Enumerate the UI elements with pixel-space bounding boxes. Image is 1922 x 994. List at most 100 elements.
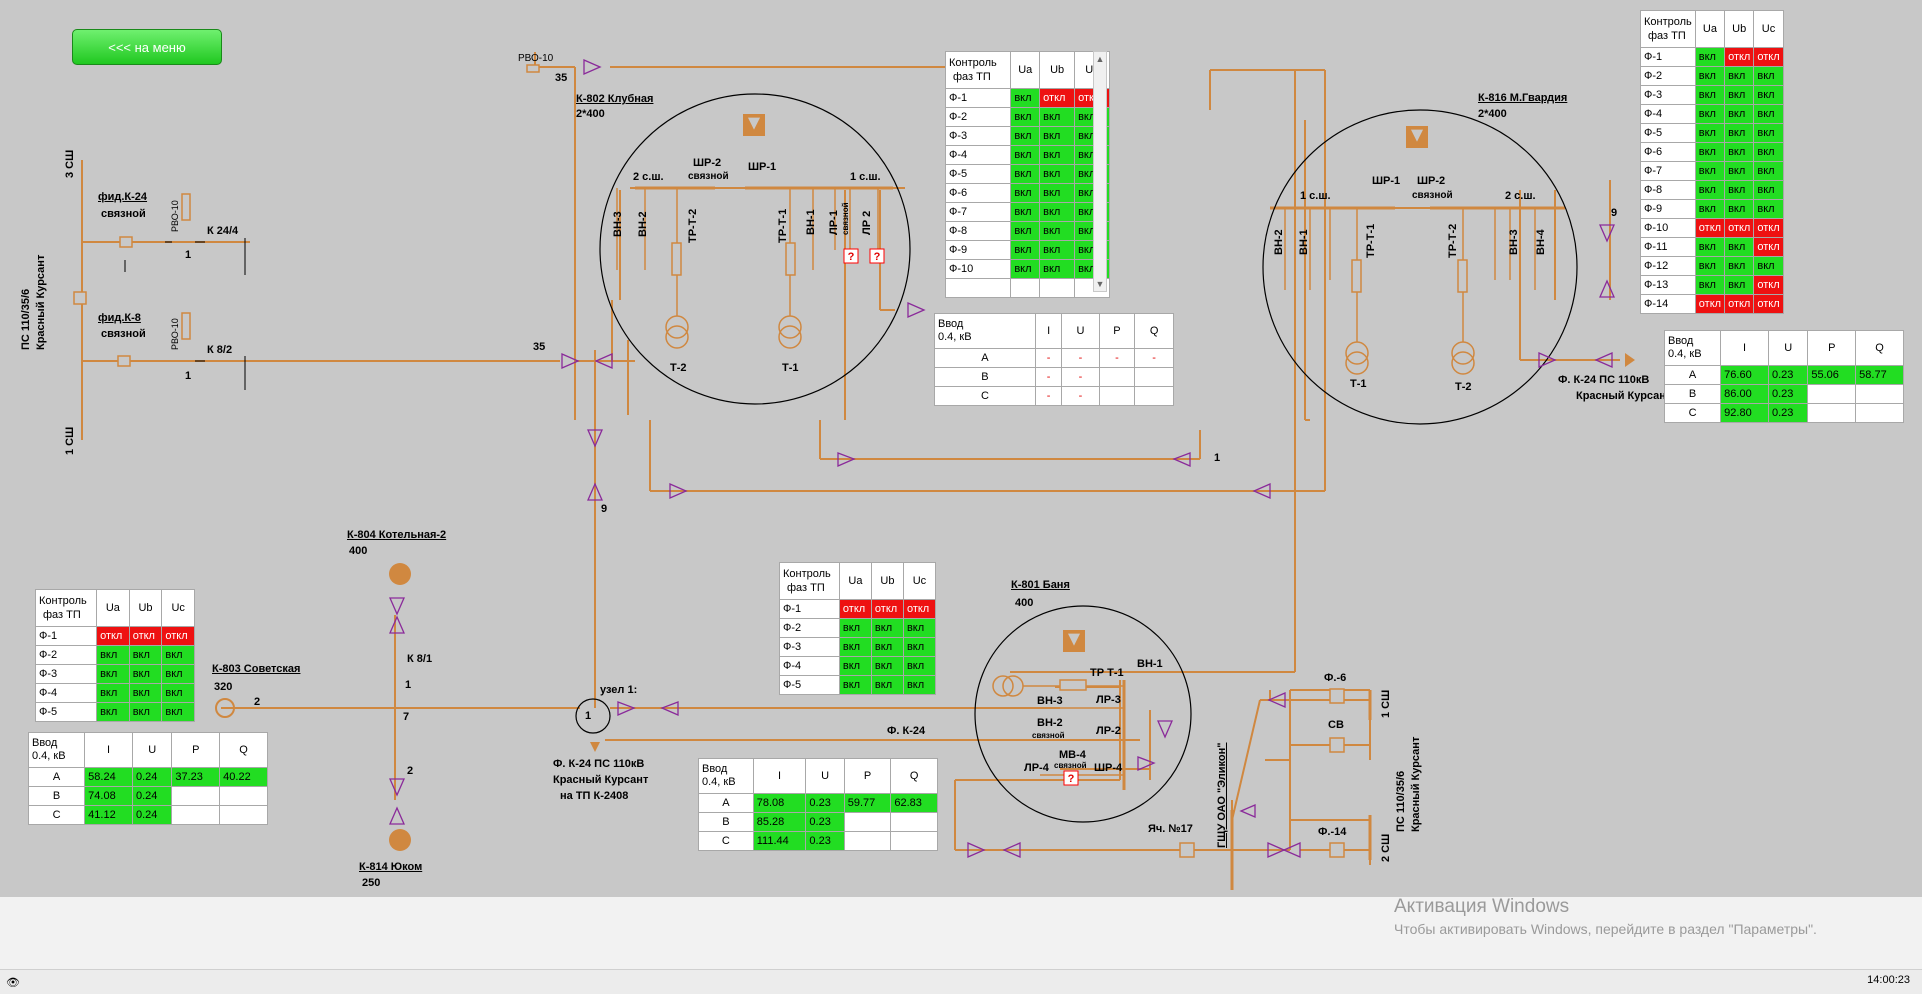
tp-k816-title: К-816 М.Гвардия bbox=[1478, 92, 1568, 104]
bus-1-label: 1 с.ш. bbox=[850, 171, 881, 183]
table-header: P bbox=[843, 758, 892, 794]
eye-icon[interactable]: 👁 bbox=[6, 977, 20, 989]
ps-right-name: Красный Курсант bbox=[1410, 736, 1422, 832]
table-header: Ввод bbox=[938, 318, 964, 330]
shr2-label: ШР-2 bbox=[693, 157, 722, 169]
tp-k802-capacity: 2*400 bbox=[576, 108, 605, 120]
shr4-label: ШР-4 bbox=[1094, 762, 1123, 774]
ps-right-label: ПС 110/35/6 bbox=[1395, 770, 1407, 832]
back-to-menu-button[interactable]: <<< на меню bbox=[72, 29, 222, 65]
feeder-k24-bottom-tp: на ТП К-2408 bbox=[560, 790, 629, 802]
lr2-label: ЛР-2 bbox=[1096, 725, 1121, 737]
trt1-label: ТР-Т-1 bbox=[1365, 223, 1377, 258]
bus2-right-label: 2 СШ bbox=[1380, 833, 1392, 862]
table-header: Q bbox=[1134, 313, 1174, 349]
table-header: Uc bbox=[161, 589, 195, 627]
tp-k814-title: К-814 Юком bbox=[359, 861, 423, 873]
table-row: B-- bbox=[934, 367, 1174, 387]
table-row: A---- bbox=[934, 348, 1174, 368]
table-header: 0.4, кВ bbox=[702, 776, 736, 788]
node-1-number: 1 bbox=[585, 710, 592, 722]
lr4-label: ЛР-4 bbox=[1024, 762, 1049, 774]
cell-number: 1 bbox=[185, 370, 192, 382]
unknown-state-icon: ? bbox=[874, 251, 881, 263]
table-header: Контроль bbox=[949, 57, 997, 69]
cell-number: 2 bbox=[407, 765, 414, 777]
cell-number: 1 bbox=[1214, 452, 1221, 464]
shr2-sub: связной bbox=[688, 171, 729, 182]
tp-k804-capacity: 400 bbox=[349, 545, 368, 557]
k24-4-label: К 24/4 bbox=[207, 225, 239, 237]
scada-scheme: ? ? ? <<< на меню ПС 110/35/6 Красный Ку… bbox=[20, 10, 1904, 890]
feeder-k24-right: Ф. К-24 ПС 110кВ bbox=[1558, 374, 1650, 386]
table-header: U bbox=[805, 758, 845, 794]
cell-number: 7 bbox=[403, 711, 410, 723]
tp-k803-capacity: 320 bbox=[214, 681, 233, 693]
tp-k802-title: К-802 Клубная bbox=[576, 93, 654, 105]
k8-1-label: К 8/1 bbox=[407, 653, 433, 665]
vn2-sub: связной bbox=[1032, 731, 1065, 740]
bus1-label: 1 СШ bbox=[64, 426, 76, 455]
scroll-up-icon[interactable]: ▲ bbox=[1095, 54, 1105, 64]
lr2-label: ЛР 2 bbox=[861, 210, 873, 235]
scroll-down-icon[interactable]: ▼ bbox=[1095, 279, 1105, 289]
vn2-label: ВН-2 bbox=[1037, 717, 1063, 729]
k8-2-label: К 8/2 bbox=[207, 344, 233, 356]
table-header: Ua bbox=[1010, 51, 1041, 89]
clock: 14:00:23 bbox=[1867, 974, 1910, 986]
shr1-label: ШР-1 bbox=[748, 161, 777, 173]
table-header: Ua bbox=[1694, 10, 1726, 48]
vn2-label: ВН-2 bbox=[1273, 229, 1285, 255]
mv4-sub: связной bbox=[1054, 761, 1087, 770]
tp-k801-title: К-801 Баня bbox=[1011, 579, 1070, 591]
table-header: I bbox=[752, 758, 807, 794]
bus-2-label: 2 с.ш. bbox=[633, 171, 664, 183]
feeder-k24-label: фид.К-24 bbox=[98, 191, 148, 203]
lr1-label: ЛР-1 bbox=[828, 210, 840, 235]
ps-left-label: ПС 110/35/6 bbox=[20, 288, 32, 350]
feeder-k8-sub: связной bbox=[101, 328, 146, 340]
table-scrollbar[interactable]: ▲▼ bbox=[1093, 51, 1107, 292]
feeder-k24-mid: Ф. К-24 bbox=[887, 725, 926, 737]
vn1-label: ВН-1 bbox=[1137, 658, 1163, 670]
bus3-label: 3 СШ bbox=[64, 149, 76, 178]
table-header: 0.4, кВ bbox=[938, 331, 972, 343]
table-header: Ввод bbox=[1668, 335, 1694, 347]
windows-activation-text: Чтобы активировать Windows, перейдите в … bbox=[1394, 921, 1817, 937]
tp-k801-capacity: 400 bbox=[1015, 597, 1034, 609]
table-header: фаз ТП bbox=[43, 609, 81, 621]
ps-left-name: Красный Курсант bbox=[35, 254, 47, 350]
sv-label: СВ bbox=[1328, 719, 1344, 731]
table-header: Ввод bbox=[702, 763, 728, 775]
tp-k814-capacity: 250 bbox=[362, 877, 381, 889]
table-header: P bbox=[1807, 330, 1857, 366]
t1-label: Т-1 bbox=[782, 362, 799, 374]
table-header: 0.4, кВ bbox=[1668, 348, 1702, 360]
